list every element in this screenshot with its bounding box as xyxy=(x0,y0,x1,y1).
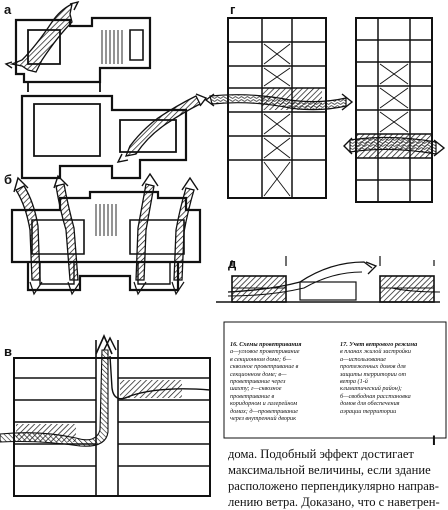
caption-17-line: протяженных домов для xyxy=(340,363,406,371)
caption-16-heading: 16. Схемы проветривания xyxy=(230,341,302,348)
caption-16-line: проветривание через xyxy=(230,378,286,386)
caption-17-line: а—использование xyxy=(340,355,387,363)
body-text-line: лению ветра. Доказано, что с наветрен- xyxy=(228,495,440,509)
caption-17-line: аэрации территории xyxy=(340,407,397,415)
caption-box xyxy=(223,321,447,439)
diagram-d-courtyard-ventilation-section xyxy=(216,256,441,303)
caption-17-line: б—свободная расстановка xyxy=(340,392,411,400)
caption-16-line: домах; д—проветривание xyxy=(230,407,298,415)
body-text-line: максимальной величины, если здание xyxy=(228,463,431,477)
caption-17: 17. Учет ветрового режима в планах жилой… xyxy=(340,341,444,415)
page-mark: I xyxy=(432,432,436,448)
caption-16-line: проветривание в xyxy=(230,392,275,400)
caption-17-line: климатический район); xyxy=(340,385,402,393)
caption-16-line: а—угловое проветривание xyxy=(230,348,300,356)
caption-16-line: в секционном доме; б— xyxy=(230,355,292,363)
diagram-a-corner-ventilation-plan xyxy=(4,0,208,180)
body-text: дома. Подобный эффект достигает максимал… xyxy=(228,446,448,510)
caption-17-line: домов для обеспечения xyxy=(340,400,400,408)
diagram-g-corridor-ventilation-sections xyxy=(204,17,446,203)
label-g: г xyxy=(230,2,236,17)
caption-16: 16. Схемы проветривания а—угловое провет… xyxy=(230,341,334,422)
caption-16-line: сквозное проветривание в xyxy=(230,363,299,371)
diagram-b-through-ventilation-plan xyxy=(10,172,202,296)
caption-16-line: шахту; г—сквозное xyxy=(230,385,282,393)
body-text-line: расположено перпендикулярно направ- xyxy=(228,479,439,493)
caption-17-line: ветра (1-й xyxy=(340,378,368,386)
body-text-line: дома. Подобный эффект достигает xyxy=(228,447,414,461)
caption-17-line: в планах жилой застройки xyxy=(340,348,411,356)
label-b: б xyxy=(4,172,12,187)
diagram-v-shaft-ventilation-section xyxy=(0,334,211,497)
caption-17-line: защиты территории от xyxy=(340,370,406,378)
caption-17-heading: 17. Учет ветрового режима xyxy=(340,341,418,348)
caption-16-line: секционном доме; в— xyxy=(230,370,287,378)
caption-16-line: через внутренний дворик xyxy=(230,415,297,423)
label-d: д xyxy=(228,256,237,271)
label-v: в xyxy=(4,344,12,359)
caption-16-line: коридорном и галерейном xyxy=(230,400,298,408)
label-a: а xyxy=(4,2,12,17)
